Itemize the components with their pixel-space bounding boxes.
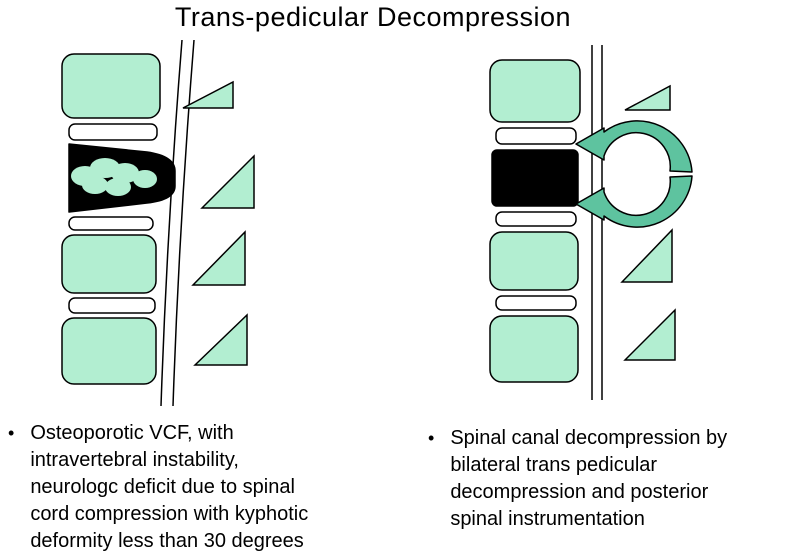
left-bullet-text: Osteoporotic VCF, with intravertebral in… [30,420,308,553]
page-title: Trans-pedicular Decompression [174,2,572,32]
spinal-canal-line [172,39,195,407]
bullet-marker: • [428,428,435,448]
text-line: bilateral trans pedicular [450,454,658,476]
spinous-process-triangle [623,308,676,361]
right-bullet-text: Spinal canal decompression by bilateral … [450,425,727,533]
spinous-process-triangle [193,313,248,366]
spinous-process-triangle [182,80,234,109]
decompression-arrow-upper [575,120,693,173]
bone-fragments-cloud [71,158,157,196]
text-line: neurologc deficit due to spinal [30,476,295,498]
left-spine-diagram [61,39,255,407]
disc-space [68,297,156,314]
vertebra [61,234,157,294]
spinous-process-triangle [624,84,671,111]
bone-fragment [82,176,108,194]
disc-space [68,216,154,231]
disc-space [495,127,577,145]
disc-space [495,211,577,227]
left-bullet-block: • Osteoporotic VCF, with intravertebral … [8,420,368,553]
bullet-marker: • [8,423,15,443]
spinous-process-triangle [191,230,246,286]
decompression-arrow-lower [575,175,693,228]
spinous-process-triangle [620,228,673,283]
right-bullet-block: • Spinal canal decompression by bilatera… [428,425,768,533]
vertebra [489,315,579,383]
text-line: Osteoporotic VCF, with [30,422,234,444]
text-line: spinal instrumentation [450,508,645,530]
disc-space [495,295,577,311]
text-line: decompression and posterior [450,481,709,503]
text-line: Spinal canal decompression by [450,427,728,449]
spinous-process-triangle [200,154,255,209]
text-line: intravertebral instability, [30,449,239,471]
spinal-canal-line [160,39,183,407]
vertebra [61,53,161,119]
fractured-vertebra [491,149,579,207]
bone-fragment [105,178,131,196]
vertebra [489,59,581,123]
right-spine-diagram [489,45,693,400]
text-line: deformity less than 30 degrees [30,530,304,552]
vertebra [489,231,579,291]
text-line: cord compression with kyphotic [30,503,309,525]
disc-space [68,123,158,141]
bone-fragment [133,170,157,188]
vertebra [61,317,157,385]
